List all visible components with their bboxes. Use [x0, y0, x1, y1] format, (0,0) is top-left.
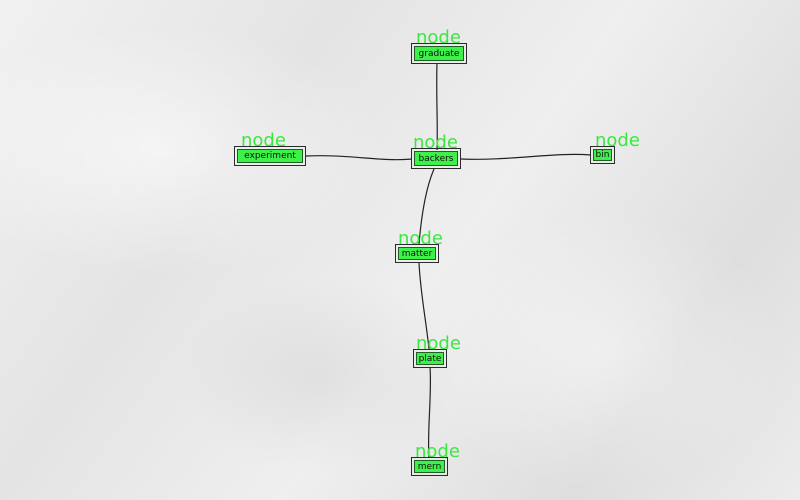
node-bin-fill: bin	[593, 149, 612, 161]
node-tag-plate: node	[416, 333, 461, 354]
edge-backers-matter	[418, 168, 435, 245]
node-backers-fill: backers	[414, 151, 458, 166]
node-mern-label: mern	[417, 461, 442, 472]
node-tag-experiment: node	[241, 130, 286, 151]
node-plate-fill: plate	[416, 352, 444, 365]
node-tag-backers: node	[413, 132, 458, 153]
node-matter[interactable]: matter	[395, 244, 439, 263]
node-experiment-label: experiment	[244, 151, 296, 161]
node-tag-graduate: node	[416, 27, 461, 48]
node-graduate-fill: graduate	[414, 46, 464, 61]
node-backers[interactable]: backers	[411, 148, 461, 169]
node-mern-fill: mern	[414, 460, 445, 473]
node-bin[interactable]: bin	[590, 146, 615, 164]
edge-experiment-backers	[305, 155, 413, 161]
edge-plate-mern	[427, 366, 432, 459]
node-experiment[interactable]: experiment	[234, 146, 306, 166]
node-graduate-label: graduate	[418, 48, 460, 59]
node-experiment-fill: experiment	[237, 149, 303, 163]
edge-matter-plate	[418, 261, 430, 350]
node-matter-label: matter	[401, 248, 433, 259]
node-plate-label: plate	[418, 353, 442, 364]
node-graduate[interactable]: graduate	[411, 43, 467, 64]
edge-backers-bin	[460, 153, 592, 160]
node-matter-fill: matter	[398, 247, 436, 260]
node-plate[interactable]: plate	[413, 349, 447, 368]
node-tag-matter: node	[398, 228, 443, 249]
edge-graduate-backers	[436, 62, 438, 151]
node-backers-label: backers	[418, 153, 454, 164]
node-tag-bin: node	[595, 130, 640, 151]
node-mern[interactable]: mern	[411, 457, 448, 476]
node-bin-label: bin	[595, 150, 610, 160]
node-tag-mern: node	[415, 441, 460, 462]
